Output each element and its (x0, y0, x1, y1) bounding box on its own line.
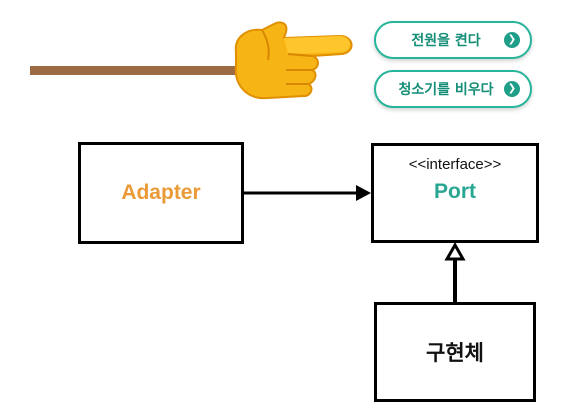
association-arrow (244, 185, 371, 201)
adapter-label: Adapter (121, 181, 201, 204)
adapter-box: Adapter (78, 142, 244, 244)
chevron-right-icon: ❯ (504, 81, 520, 97)
pointing-hand-icon (234, 21, 353, 100)
port-label: Port (434, 180, 476, 203)
empty-vacuum-label: 청소기를 비우다 (398, 82, 494, 98)
realization-arrow (444, 241, 466, 302)
pointer-stick (30, 66, 240, 75)
empty-vacuum-button[interactable]: 청소기를 비우다 ❯ (374, 70, 532, 108)
port-interface-box: <<interface>> Port (371, 143, 539, 243)
power-on-button[interactable]: 전원을 켠다 ❯ (374, 21, 532, 59)
implementation-label: 구현체 (426, 341, 484, 365)
power-on-label: 전원을 켠다 (411, 33, 481, 49)
chevron-right-icon: ❯ (504, 32, 520, 48)
implementation-box: 구현체 (374, 302, 536, 402)
interface-stereotype: <<interface>> (408, 156, 502, 173)
